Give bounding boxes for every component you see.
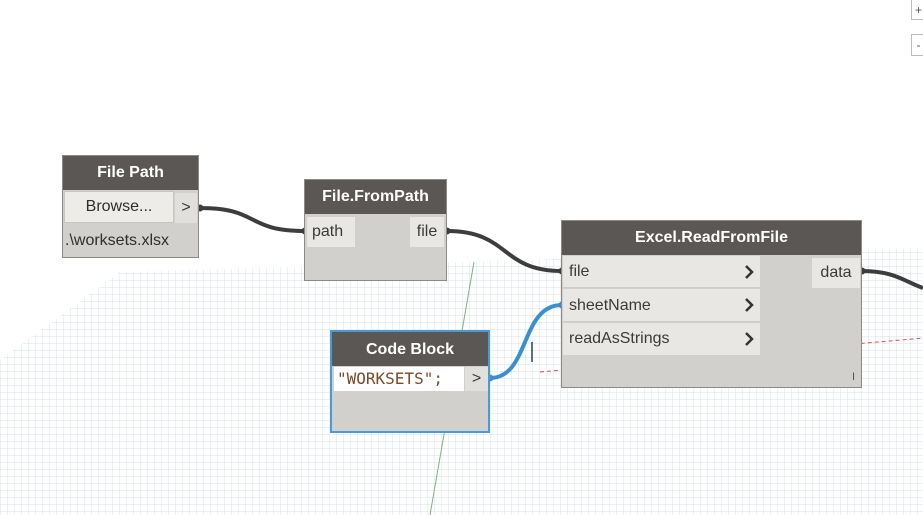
code-editor[interactable]: "WORKSETS"; — [334, 367, 464, 391]
input-port-sheetname[interactable]: sheetName — [563, 289, 760, 322]
output-port-data[interactable]: data — [812, 258, 860, 288]
wire-frompath-to-excel[interactable] — [446, 229, 563, 273]
zoom-in-button[interactable]: + — [911, 0, 923, 20]
file-path-node[interactable]: File Path Browse... > .\worksets.xlsx — [62, 155, 199, 258]
wire-codeblock-to-excel[interactable] — [489, 303, 563, 380]
excel-readfromfile-node[interactable]: Excel.ReadFromFile file sheetName readAs… — [561, 220, 862, 388]
port-label: readAsStrings — [569, 330, 670, 347]
port-label: sheetName — [569, 297, 651, 314]
input-port-file[interactable]: file — [563, 256, 760, 288]
node-title: Excel.ReadFromFile — [562, 221, 861, 255]
file-path-output-port[interactable]: > — [175, 193, 197, 223]
node-title: File Path — [63, 156, 198, 190]
browse-button[interactable]: Browse... — [64, 191, 174, 223]
chevron-right-icon — [738, 256, 760, 287]
zoom-out-button[interactable]: - — [911, 34, 923, 56]
file-path-value: .\worksets.xlsx — [65, 232, 170, 249]
code-text: "WORKSETS"; — [337, 369, 443, 388]
code-block-node[interactable]: Code Block "WORKSETS"; > — [330, 330, 490, 433]
wire-excel-output[interactable] — [861, 269, 923, 290]
file-frompath-node[interactable]: File.FromPath path file — [304, 179, 447, 281]
chevron-right-icon — [738, 323, 760, 355]
input-port-path[interactable]: path — [307, 217, 355, 247]
code-block-output-port[interactable]: > — [465, 367, 488, 391]
node-title: File.FromPath — [305, 180, 446, 214]
port-label: file — [569, 263, 590, 280]
input-port-readasstrings[interactable]: readAsStrings — [563, 323, 760, 355]
chevron-right-icon — [738, 289, 760, 321]
wire-filepath-to-frompath[interactable] — [199, 206, 306, 233]
node-title: Code Block — [332, 332, 488, 366]
output-port-file[interactable]: file — [410, 217, 444, 247]
lacing-indicator[interactable]: I — [851, 371, 855, 383]
